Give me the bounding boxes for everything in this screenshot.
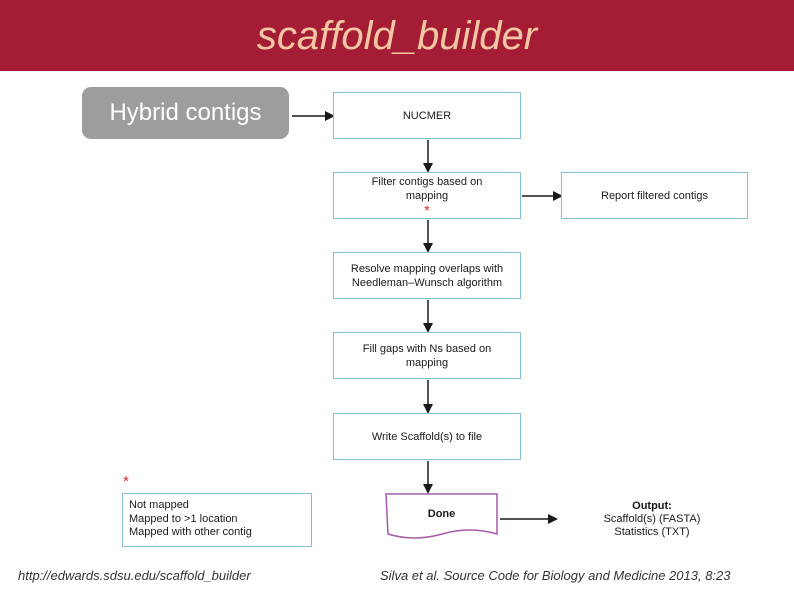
legend-box: Not mapped Mapped to >1 location Mapped … [122, 493, 312, 547]
legend-item: Mapped to >1 location [129, 512, 238, 525]
report-label: Report filtered contigs [601, 189, 708, 202]
step-resolve-overlaps: Resolve mapping overlaps with Needleman–… [333, 252, 521, 299]
done-document-shape [385, 493, 498, 539]
fill-line-1: Fill gaps with Ns based on [362, 342, 492, 355]
resolve-line-1: Resolve mapping overlaps with [350, 262, 504, 275]
output-line-2: Statistics (TXT) [614, 526, 690, 538]
filter-line-1: Filter contigs based on [371, 175, 483, 188]
legend-item: Mapped with other contig [129, 526, 252, 538]
output-block: Output: Scaffold(s) (FASTA) Statistics (… [592, 500, 712, 539]
done-label: Done [427, 508, 456, 520]
step-nucmer-label: NUCMER [402, 109, 452, 122]
resolve-line-2: Needleman–Wunsch algorithm [351, 276, 503, 289]
footer-citation: Silva et al. Source Code for Biology and… [380, 568, 731, 583]
step-fill-gaps: Fill gaps with Ns based on mapping [333, 332, 521, 379]
footer-url: http://edwards.sdsu.edu/scaffold_builder [18, 568, 251, 583]
write-label: Write Scaffold(s) to file [371, 430, 483, 443]
step-nucmer: NUCMER [333, 92, 521, 139]
legend-marker: * [123, 473, 129, 490]
filter-marker: * [424, 201, 430, 218]
output-line-1: Scaffold(s) (FASTA) [603, 513, 701, 525]
header-bar [0, 0, 794, 71]
step-filter-contigs: Filter contigs based on mapping * [333, 172, 521, 219]
fill-line-2: mapping [405, 356, 449, 369]
hybrid-contigs-input: Hybrid contigs [82, 87, 289, 139]
filter-line-2: mapping * [372, 189, 483, 217]
step-report-filtered: Report filtered contigs [561, 172, 748, 219]
step-write-scaffold: Write Scaffold(s) to file [333, 413, 521, 460]
output-title: Output: [632, 500, 672, 512]
legend-item: Not mapped [129, 499, 189, 511]
page-title: scaffold_builder [256, 14, 538, 58]
